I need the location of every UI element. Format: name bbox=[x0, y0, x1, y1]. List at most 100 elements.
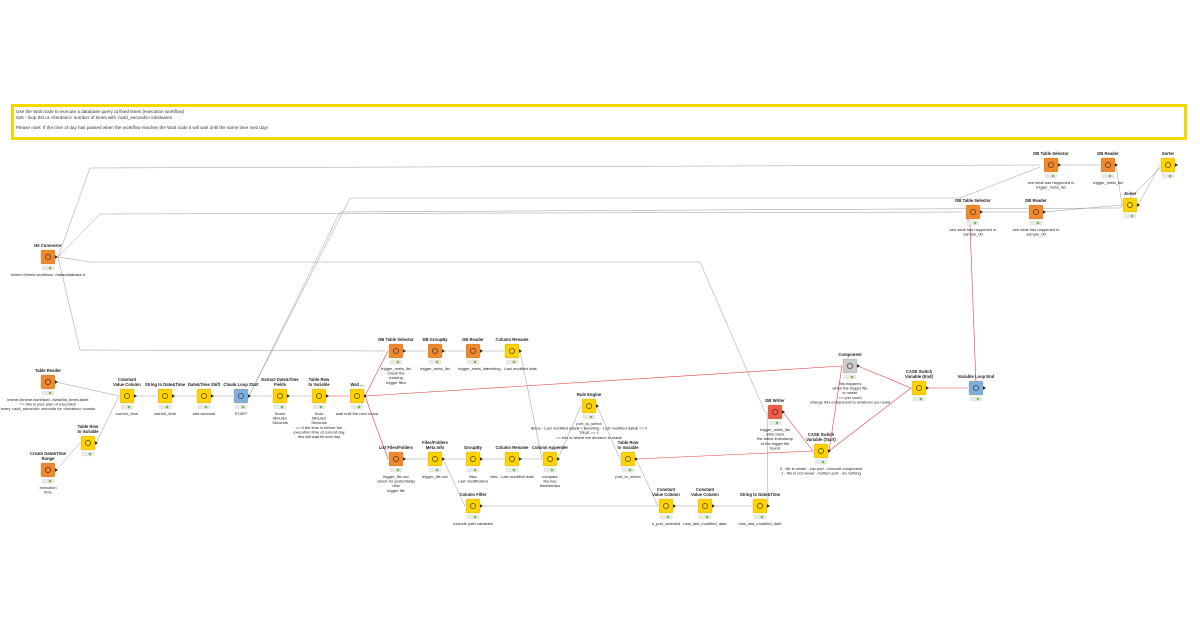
connection-s2d2-to-dbw[interactable] bbox=[766, 411, 769, 507]
connection-dbr3-to-joiner[interactable] bbox=[1043, 204, 1123, 213]
output-port-icon[interactable] bbox=[1137, 203, 1140, 207]
output-port-icon[interactable] bbox=[480, 504, 483, 508]
output-port-icon[interactable] bbox=[403, 349, 406, 353]
output-port-icon[interactable] bbox=[442, 349, 445, 353]
connection-cr1-to-ca[interactable] bbox=[519, 350, 543, 460]
output-port-icon[interactable] bbox=[767, 504, 770, 508]
connection-comp-to-wait[interactable] bbox=[364, 365, 843, 397]
connection-cdr-to-trv1[interactable] bbox=[55, 442, 81, 471]
connection-dbw-to-csvs[interactable] bbox=[782, 411, 814, 452]
output-port-icon[interactable] bbox=[1175, 163, 1178, 167]
output-port-icon[interactable] bbox=[782, 410, 785, 414]
output-port-icon[interactable] bbox=[519, 457, 522, 461]
output-port-icon[interactable] bbox=[95, 441, 98, 445]
output-port-icon[interactable] bbox=[480, 457, 483, 461]
output-port-icon[interactable] bbox=[480, 349, 483, 353]
connection-cls-to-dbts2[interactable] bbox=[248, 166, 1041, 397]
connection-wait-to-dbts1[interactable] bbox=[364, 350, 389, 397]
connection-dbr2-to-joiner[interactable] bbox=[1115, 164, 1123, 206]
output-port-icon[interactable] bbox=[172, 394, 175, 398]
output-port-icon[interactable] bbox=[1043, 210, 1046, 214]
connection-vle-to-dbts3[interactable] bbox=[965, 214, 977, 385]
output-port-icon[interactable] bbox=[926, 386, 929, 390]
output-port-icon[interactable] bbox=[248, 394, 251, 398]
connection-trv1-to-cvc1[interactable] bbox=[95, 395, 120, 444]
connection-wait-to-lff[interactable] bbox=[364, 395, 389, 460]
connection-tr-to-cvc1[interactable] bbox=[55, 381, 120, 397]
connection-re-to-trv3[interactable] bbox=[596, 405, 621, 460]
connection-comp-to-csve1[interactable] bbox=[857, 365, 912, 389]
output-port-icon[interactable] bbox=[55, 468, 58, 472]
output-port-icon[interactable] bbox=[55, 380, 58, 384]
node-h2[interactable]: H2 Connectorknime://knime.workflow/../da… bbox=[11, 243, 85, 277]
connection-trv3-to-csvs[interactable] bbox=[635, 450, 814, 460]
connection-trv3-to-cvc2[interactable] bbox=[635, 458, 659, 507]
output-port-icon[interactable] bbox=[828, 449, 831, 453]
connection-csvs-to-csve1[interactable] bbox=[828, 387, 912, 452]
connection-cls-to-sorter[interactable] bbox=[248, 167, 1161, 397]
output-port-icon[interactable] bbox=[980, 210, 983, 214]
node-sorter[interactable]: Sorter bbox=[1160, 151, 1178, 179]
output-port-icon[interactable] bbox=[442, 457, 445, 461]
connection-csvs-to-comp[interactable] bbox=[828, 365, 843, 452]
output-port-icon[interactable] bbox=[326, 394, 329, 398]
output-port-icon[interactable] bbox=[364, 394, 367, 398]
connection-h2-to-dbw[interactable] bbox=[57, 256, 766, 413]
node-s2d2[interactable]: String to Date&Timenew_last_modified_dat… bbox=[738, 492, 782, 526]
node-wait[interactable]: Wait ...wait until the next round bbox=[336, 382, 378, 416]
connection-ffmi-to-cf[interactable] bbox=[442, 458, 466, 507]
connection-ca-to-re[interactable] bbox=[557, 405, 582, 460]
output-port-icon[interactable] bbox=[134, 394, 137, 398]
output-port-icon[interactable] bbox=[211, 394, 214, 398]
output-port-icon[interactable] bbox=[55, 255, 58, 259]
output-port-icon[interactable] bbox=[557, 457, 560, 461]
output-port-icon[interactable] bbox=[287, 394, 290, 398]
node-vle[interactable]: Variable Loop End bbox=[958, 374, 995, 402]
output-port-icon[interactable] bbox=[673, 504, 676, 508]
connection-h2-to-dbts3[interactable] bbox=[57, 211, 963, 258]
output-port-icon[interactable] bbox=[1115, 163, 1118, 167]
node-tr[interactable]: Table Readerknime://knime.workflow/../da… bbox=[1, 368, 96, 411]
connection-h2-to-dbts2[interactable] bbox=[57, 164, 1041, 258]
output-port-icon[interactable] bbox=[519, 349, 522, 353]
output-port-icon[interactable] bbox=[983, 386, 986, 390]
output-port-icon[interactable] bbox=[635, 457, 638, 461]
connection-h2-to-dbts1[interactable] bbox=[57, 256, 386, 352]
output-port-icon[interactable] bbox=[1058, 163, 1061, 167]
output-port-icon[interactable] bbox=[712, 504, 715, 508]
workflow-annotation[interactable]: Use the Wait node to execute a database … bbox=[11, 104, 1187, 140]
output-port-icon[interactable] bbox=[857, 364, 860, 368]
output-port-icon[interactable] bbox=[403, 457, 406, 461]
